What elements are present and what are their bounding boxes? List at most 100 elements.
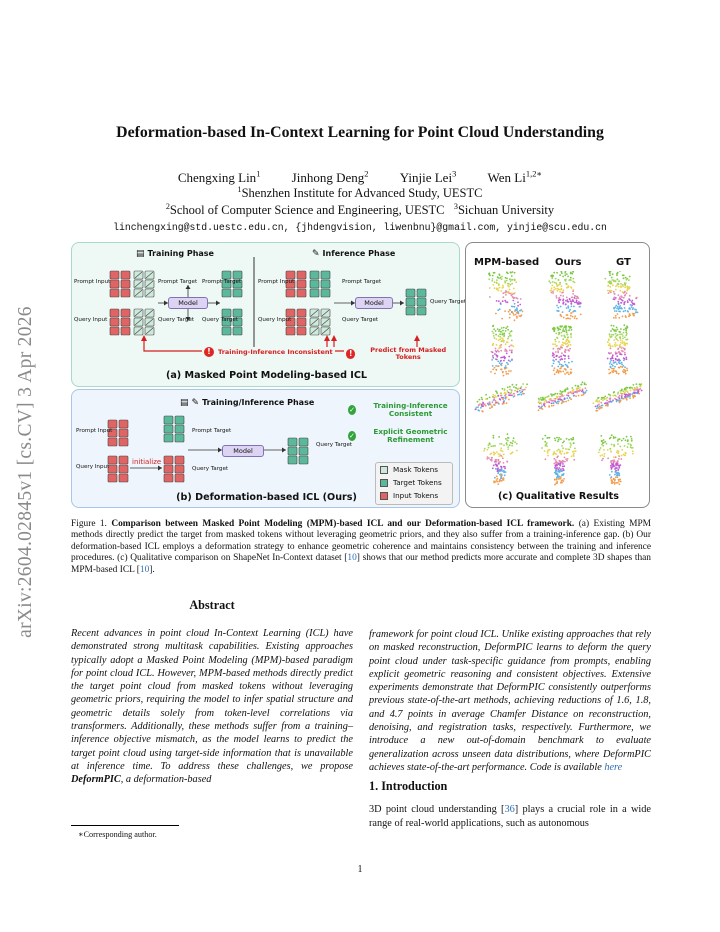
point <box>497 300 500 303</box>
point <box>615 317 617 319</box>
point <box>559 305 562 308</box>
point <box>553 327 556 330</box>
point <box>501 275 503 278</box>
point <box>639 385 642 388</box>
token <box>296 326 307 336</box>
point <box>565 448 567 450</box>
citation-link[interactable]: 36 <box>504 804 515 816</box>
point <box>631 304 633 307</box>
point <box>637 388 639 391</box>
point <box>509 441 512 444</box>
token <box>309 270 320 280</box>
point <box>499 338 502 341</box>
point <box>615 353 617 355</box>
point <box>619 464 622 466</box>
point <box>515 442 518 445</box>
point <box>500 394 502 397</box>
point <box>522 392 524 395</box>
point <box>554 459 557 461</box>
point <box>606 341 609 344</box>
point <box>495 463 497 466</box>
point <box>564 363 567 366</box>
point <box>515 309 518 312</box>
citation-link[interactable]: 10 <box>347 553 357 564</box>
point <box>580 383 583 386</box>
token <box>120 288 131 298</box>
point <box>598 405 601 408</box>
point <box>635 389 637 391</box>
point <box>624 284 627 287</box>
point <box>563 440 565 443</box>
point <box>624 353 626 356</box>
point <box>616 359 619 362</box>
point <box>496 392 499 394</box>
point <box>504 394 506 397</box>
point <box>496 276 499 278</box>
point <box>609 361 612 363</box>
point <box>568 310 571 313</box>
point <box>623 351 626 354</box>
point <box>560 365 563 368</box>
point <box>506 341 508 344</box>
point <box>613 481 616 484</box>
point <box>616 462 618 465</box>
token <box>120 326 131 336</box>
point <box>570 303 573 305</box>
point <box>559 281 561 284</box>
point <box>624 396 626 398</box>
point <box>607 344 610 347</box>
point <box>577 387 580 389</box>
point <box>557 440 559 443</box>
token <box>107 419 118 429</box>
point <box>562 447 564 450</box>
point <box>629 446 632 449</box>
citation-link[interactable]: 10 <box>139 564 150 575</box>
point <box>626 446 629 448</box>
point <box>624 390 627 392</box>
point <box>552 352 554 355</box>
point <box>493 287 496 290</box>
point <box>557 333 560 336</box>
point <box>495 358 498 361</box>
point <box>502 396 505 399</box>
point <box>625 356 628 359</box>
point <box>623 303 626 306</box>
point <box>516 307 518 310</box>
inference-phase-title: ✎Inference Phase <box>312 249 396 259</box>
point <box>619 271 621 272</box>
point <box>497 453 500 455</box>
point <box>619 310 621 313</box>
point <box>583 382 586 384</box>
point <box>624 301 626 303</box>
point <box>621 284 624 286</box>
point <box>609 281 611 284</box>
point <box>626 391 629 394</box>
check-geometric: ✓ Explicit Geometric Refinement <box>348 427 448 444</box>
point <box>617 285 620 288</box>
point <box>563 398 566 401</box>
point <box>502 477 505 480</box>
point <box>603 455 606 458</box>
point <box>611 399 614 402</box>
token <box>174 455 185 465</box>
point <box>565 326 567 329</box>
point <box>477 409 480 411</box>
point <box>510 311 513 313</box>
token <box>416 306 427 316</box>
point <box>486 456 489 458</box>
point <box>614 342 617 344</box>
code-link[interactable]: here <box>604 761 623 773</box>
point <box>548 448 551 451</box>
point <box>566 314 569 316</box>
point <box>622 390 625 393</box>
point <box>602 399 604 402</box>
point <box>510 370 512 372</box>
point <box>561 465 564 468</box>
point <box>572 442 575 445</box>
point <box>501 450 504 453</box>
point <box>554 483 556 486</box>
point <box>564 460 566 463</box>
point <box>600 401 603 404</box>
point <box>565 437 568 440</box>
point <box>500 278 503 280</box>
